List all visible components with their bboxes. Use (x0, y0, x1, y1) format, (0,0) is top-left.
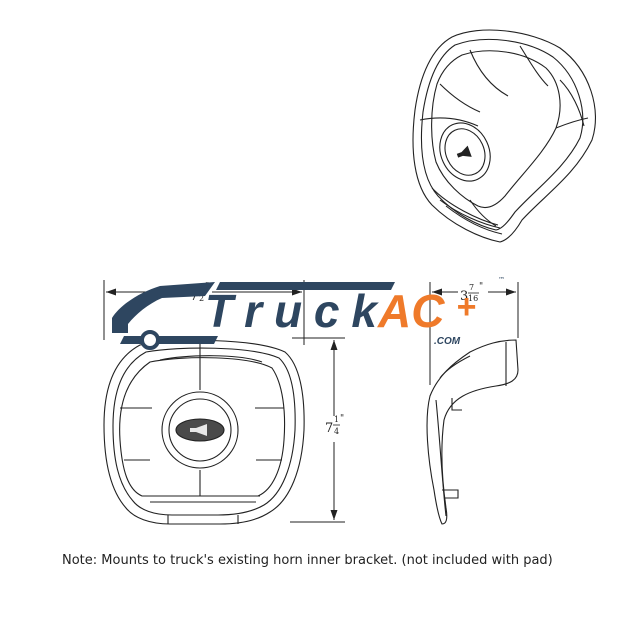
logo-plus: + (456, 288, 476, 326)
depth-den: 16 (468, 294, 478, 303)
depth-whole: 3 (460, 289, 468, 304)
height-den: 4 (334, 427, 339, 436)
logo-domain: .COM (434, 336, 461, 347)
depth-num: 7 (469, 283, 474, 292)
logo-accent: AC (377, 285, 445, 337)
horn-icon (456, 145, 472, 158)
height-num: 1 (334, 415, 339, 424)
horn-icon (190, 424, 207, 436)
depth-label: 3 7 16 " (458, 280, 488, 304)
front-view (103, 339, 305, 525)
mounting-note: Note: Mounts to truck's existing horn in… (62, 553, 553, 568)
horn-button-front (161, 391, 239, 469)
width-den: 2 (199, 294, 204, 303)
depth-unit: " (479, 282, 483, 292)
truck-silhouette-icon (112, 282, 215, 333)
height-label: 7 1 4 " (324, 414, 346, 442)
height-unit: " (340, 414, 344, 424)
height-whole: 7 (325, 421, 333, 436)
horn-button-iso (439, 122, 491, 182)
isometric-view (412, 29, 596, 243)
truckac-logo: Truck AC + .COM ™ (112, 276, 505, 350)
logo-brand: Truck (205, 285, 379, 337)
side-view (426, 339, 519, 525)
logo-tm: ™ (498, 276, 505, 284)
